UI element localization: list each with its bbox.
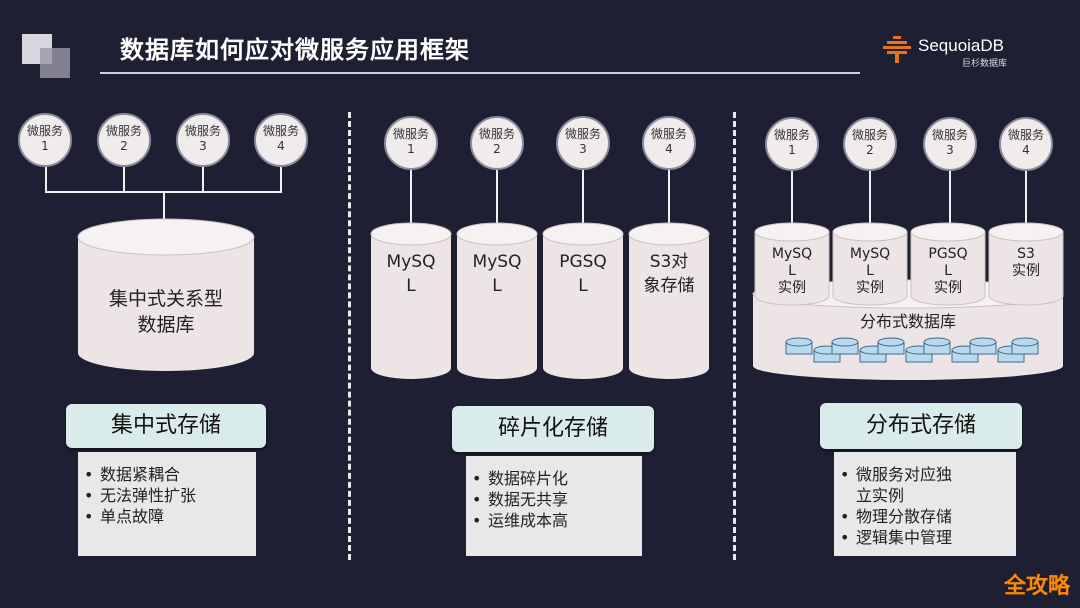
microservice-node: 微服务 2 xyxy=(97,113,151,167)
mysql-cylinder-1 xyxy=(370,222,452,379)
feature-item: 逻辑集中管理 xyxy=(834,527,1016,548)
section-divider-2 xyxy=(733,112,736,560)
instance-cylinder xyxy=(910,222,986,306)
connector xyxy=(791,167,793,231)
logo-mark-square-front xyxy=(40,48,70,78)
s3-cylinder xyxy=(628,222,710,379)
title-underline xyxy=(100,72,860,74)
feature-item: 数据碎片化 xyxy=(466,468,642,489)
storage-type-label: 集中式存储 xyxy=(66,404,266,448)
instance-label: MySQ L 实例 xyxy=(771,246,813,296)
feature-item: 无法弹性扩张 xyxy=(78,485,256,506)
connector xyxy=(410,166,412,234)
connector xyxy=(1025,167,1027,231)
microservice-node: 微服务 1 xyxy=(765,117,819,171)
connector xyxy=(202,162,204,192)
sequoia-tree-icon xyxy=(883,36,911,63)
instance-label: MySQ L 实例 xyxy=(849,246,891,296)
feature-item: 微服务对应独 立实例 xyxy=(834,464,1016,506)
storage-type-label: 碎片化存储 xyxy=(452,406,654,452)
feature-item: 运维成本高 xyxy=(466,510,642,531)
centralized-database-label: 集中式关系型 数据库 xyxy=(108,288,223,336)
connector xyxy=(582,166,584,234)
connector xyxy=(123,162,125,192)
microservice-node: 微服务 3 xyxy=(176,113,230,167)
microservice-node: 微服务 4 xyxy=(254,113,308,167)
instance-cylinder xyxy=(988,222,1064,306)
logo-subtitle: 巨杉数据库 xyxy=(962,59,1008,69)
microservice-node: 微服务 4 xyxy=(642,116,696,170)
microservice-node: 微服务 1 xyxy=(18,113,72,167)
instance-cylinder xyxy=(832,222,908,306)
logo-name: SequoiaDB xyxy=(918,36,1005,55)
instance-label: S3 实例 xyxy=(1012,246,1040,279)
storage-disk-icons xyxy=(785,337,1039,363)
feature-item: 数据无共享 xyxy=(466,489,642,510)
microservice-node: 微服务 1 xyxy=(384,116,438,170)
microservice-node: 微服务 3 xyxy=(556,116,610,170)
section-divider-1 xyxy=(348,112,351,560)
feature-item: 单点故障 xyxy=(78,506,256,527)
microservice-node: 微服务 3 xyxy=(923,117,977,171)
connector xyxy=(280,162,282,192)
database-label: MySQ L xyxy=(386,252,436,296)
feature-item: 数据紧耦合 xyxy=(78,464,256,485)
connector xyxy=(496,166,498,234)
page-title: 数据库如何应对微服务应用框架 xyxy=(120,36,470,64)
database-label: MySQ L xyxy=(472,252,522,296)
connector xyxy=(949,167,951,231)
distributed-database-label: 分布式数据库 xyxy=(859,312,956,331)
connector xyxy=(869,167,871,231)
database-label: PGSQ L xyxy=(559,252,607,296)
database-label: S3对 象存储 xyxy=(643,252,695,296)
fragmented-database-cylinders xyxy=(370,222,710,379)
feature-item: 物理分散存储 xyxy=(834,506,1016,527)
mysql-cylinder-2 xyxy=(456,222,538,379)
instance-label: PGSQ L 实例 xyxy=(928,246,968,296)
connector xyxy=(45,162,47,192)
pgsql-cylinder xyxy=(542,222,624,379)
feature-list: 数据紧耦合 无法弹性扩张 单点故障 xyxy=(78,452,256,556)
distributed-database-cylinder xyxy=(752,222,1064,380)
connector xyxy=(668,166,670,234)
watermark: 全攻略 xyxy=(1003,574,1070,599)
connector xyxy=(163,191,165,226)
feature-list: 微服务对应独 立实例 物理分散存储 逻辑集中管理 xyxy=(834,452,1016,556)
storage-type-label: 分布式存储 xyxy=(820,403,1022,449)
instance-cylinder xyxy=(754,222,830,306)
microservice-node: 微服务 2 xyxy=(843,117,897,171)
feature-list: 数据碎片化 数据无共享 运维成本高 xyxy=(466,456,642,556)
centralized-database-cylinder xyxy=(77,218,255,371)
microservice-node: 微服务 2 xyxy=(470,116,524,170)
sequoiadb-logo: SequoiaDB 巨杉数据库 xyxy=(880,34,1050,74)
microservice-node: 微服务 4 xyxy=(999,117,1053,171)
